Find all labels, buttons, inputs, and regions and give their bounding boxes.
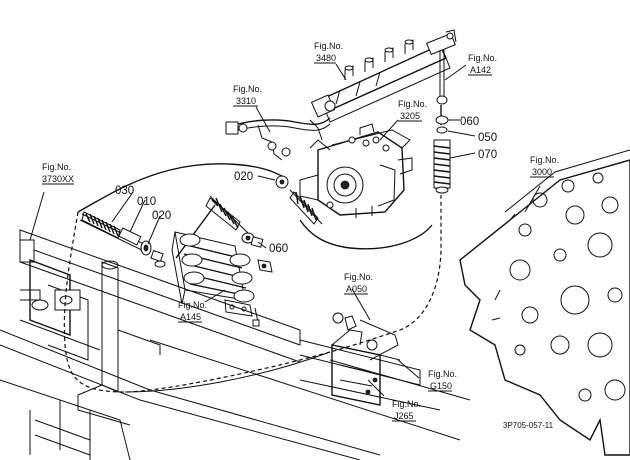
cable-support-post (77, 260, 161, 426)
fig-ref-g150-code: G150 (430, 381, 452, 391)
part-number-020-mid[interactable]: 020 (234, 171, 253, 183)
fig-ref-a145[interactable]: Fig.No. A145 (178, 300, 207, 323)
spring-coil-030 (81, 211, 121, 239)
fig-ref-a145-code: A145 (180, 312, 201, 322)
fig-ref-3730xx-code: 3730XX (42, 174, 74, 184)
drawing-code: 3P705-057-11 (503, 421, 554, 430)
rail-injector-ports (344, 39, 414, 80)
return-pipe (225, 117, 331, 161)
fig-ref-3480[interactable]: Fig.No. 3480 (314, 41, 343, 64)
fig-ref-j265-code: J265 (394, 411, 414, 421)
fig-ref-3000-code: 3000 (532, 167, 552, 177)
fig-ref-g150[interactable]: Fig.No. G150 (428, 369, 457, 392)
fig-ref-3310-prefix: Fig.No. (233, 84, 262, 94)
fig-ref-a050-prefix: Fig.No. (344, 272, 373, 282)
part-number-060-left[interactable]: 060 (269, 243, 288, 255)
injection-pump (299, 123, 413, 218)
fig-ref-j265-prefix: Fig.No. (392, 399, 421, 409)
fig-ref-3000[interactable]: Fig.No. 3000 (530, 155, 559, 178)
leader-lines (29, 63, 541, 397)
fig-ref-3205-code: 3205 (400, 111, 420, 121)
part-number-050[interactable]: 050 (478, 132, 497, 144)
fig-ref-3205[interactable]: Fig.No. 3205 (398, 99, 427, 122)
part-number-070[interactable]: 070 (478, 149, 497, 161)
fig-ref-3480-code: 3480 (316, 53, 336, 63)
throttle-spring-assembly (79, 211, 166, 268)
engine-block (459, 149, 630, 456)
fig-ref-3000-prefix: Fig.No. (530, 155, 559, 165)
common-rail (310, 29, 457, 123)
fig-ref-3730xx-prefix: Fig.No. (42, 162, 71, 172)
fig-ref-a145-prefix: Fig.No. (178, 300, 207, 310)
fig-ref-a142-prefix: Fig.No. (468, 53, 497, 63)
part-number-060-right[interactable]: 060 (460, 116, 479, 128)
fig-ref-a050-code: A050 (346, 284, 367, 294)
fig-ref-3310-code: 3310 (236, 96, 256, 106)
fig-ref-a050[interactable]: Fig.No. A050 (344, 272, 373, 295)
fig-ref-3205-prefix: Fig.No. (398, 99, 427, 109)
right-spring-assembly (433, 50, 451, 194)
solenoid-block (171, 231, 273, 327)
left-mount-bracket (29, 258, 89, 361)
fig-ref-j265[interactable]: Fig.No. J265 (392, 399, 421, 422)
part-number-030[interactable]: 030 (115, 185, 134, 197)
spring-assembly-middle (205, 195, 264, 248)
fig-ref-a142-code: A142 (470, 65, 491, 75)
part-number-010[interactable]: 010 (137, 196, 156, 208)
throttle-lever-bracket (331, 312, 401, 406)
fig-ref-3480-prefix: Fig.No. (314, 41, 343, 51)
spring-assembly-pump-side (275, 175, 323, 225)
cable-routes (63, 105, 442, 393)
fig-ref-3730xx[interactable]: Fig.No. 3730XX (42, 162, 74, 185)
part-number-020-left[interactable]: 020 (152, 210, 171, 222)
fig-ref-3310[interactable]: Fig.No. 3310 (233, 84, 262, 107)
fig-ref-a142[interactable]: Fig.No. A142 (468, 53, 497, 76)
fig-ref-g150-prefix: Fig.No. (428, 369, 457, 379)
